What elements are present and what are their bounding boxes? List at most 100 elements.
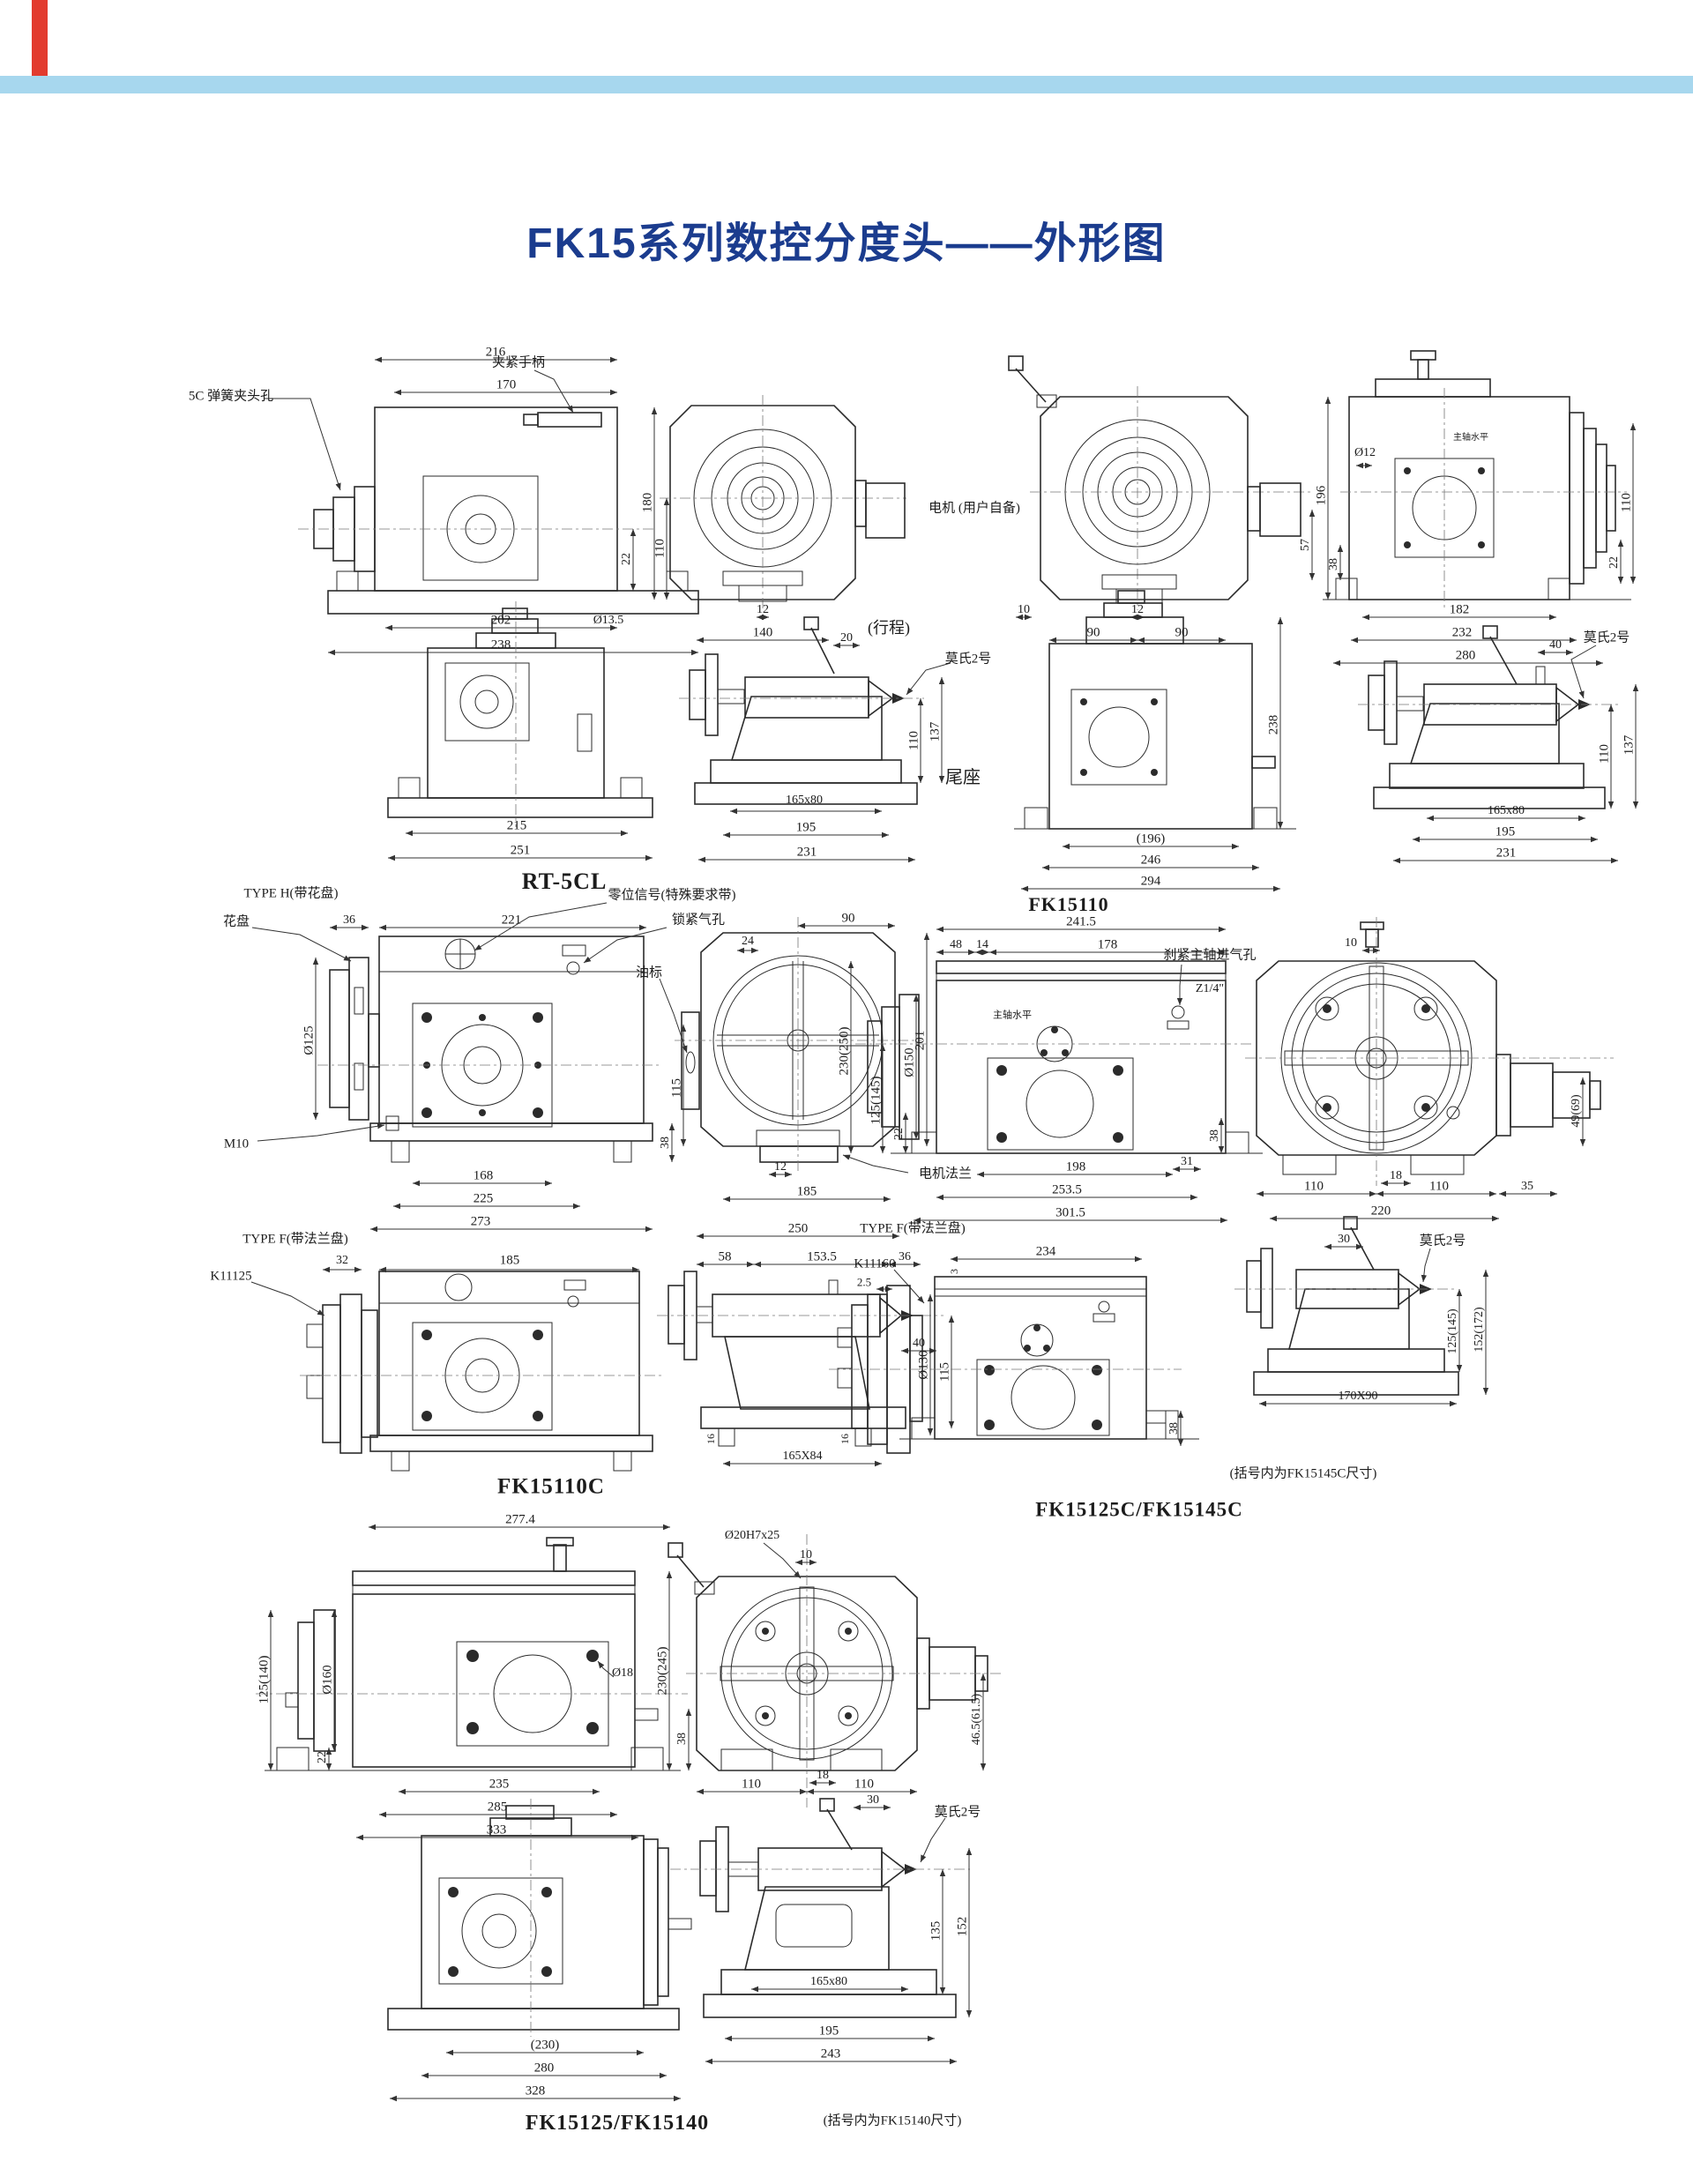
dim-label: 180 — [640, 492, 655, 513]
dim-label: 137 — [1622, 734, 1637, 756]
dim-label: 137 — [928, 721, 943, 742]
dim-label: 301.5 — [1055, 1205, 1085, 1220]
label-type-f: TYPE F(带法兰盘) — [242, 1232, 348, 1247]
view-rt5cl-front — [387, 601, 653, 861]
label-type-h: TYPE H(带花盘) — [243, 886, 339, 901]
view-fk15110c-typef-side — [250, 1266, 661, 1472]
dim-label: 165x80 — [810, 1975, 847, 1988]
dim-label: Ø125 — [302, 1025, 317, 1055]
note-fk15140-dims: (括号内为FK15140尺寸) — [823, 2113, 962, 2128]
view-rt5cl-tailstock — [679, 616, 951, 863]
label-z-quarter-thread: Z1/4" — [1195, 982, 1225, 995]
dim-label: 196 — [1314, 485, 1329, 506]
dim-label: 49(69) — [1570, 1094, 1583, 1128]
view-fk15110c-typeh-side — [251, 902, 675, 1233]
label-5c-collet-hole: 5C 弹簧夹头孔 — [188, 389, 274, 404]
dim-label: 3 — [948, 1269, 960, 1274]
dim-label: 221 — [501, 913, 522, 928]
dim-label: 238 — [1266, 714, 1281, 735]
dim-label: 333 — [486, 1822, 507, 1837]
drawing-caption-rt5cl: RT-5CL — [521, 868, 608, 894]
drawing-caption-fk15125: FK15125/FK15140 — [525, 2112, 710, 2135]
dim-label: 230(245) — [655, 1646, 670, 1696]
dim-label: 35 — [1521, 1180, 1533, 1193]
dim-label: 135 — [929, 1920, 943, 1942]
dim-label: 110 — [906, 731, 921, 750]
dim-label: 38 — [1327, 558, 1340, 570]
dim-label: 46.5(61.5) — [970, 1693, 983, 1746]
dim-label: 235 — [489, 1777, 510, 1792]
dim-label: 18 — [817, 1769, 829, 1782]
dim-label: 12 — [757, 603, 769, 616]
dim-label: 253.5 — [1052, 1182, 1082, 1197]
dim-label: 40 — [1549, 638, 1562, 652]
dim-label: 12 — [774, 1160, 787, 1174]
dim-label: 10 — [800, 1548, 812, 1562]
dim-label: 36 — [899, 1250, 911, 1263]
label-travel: (行程) — [868, 619, 910, 637]
view-rt5cl-side — [265, 356, 699, 656]
label-motor-user-supplied: 电机 (用户自备) — [929, 501, 1020, 516]
dim-label: 22 — [316, 1751, 329, 1763]
dim-label: 90 — [1086, 625, 1100, 640]
dim-label: 185 — [796, 1184, 817, 1199]
dim-label: 198 — [1065, 1159, 1086, 1174]
view-fk15125c-side — [847, 926, 1263, 1224]
note-fk15145c-dims: (括号内为FK15145C尺寸) — [1229, 1466, 1377, 1481]
dim-label: 202 — [490, 613, 511, 628]
label-type-f: TYPE F(带法兰盘) — [860, 1221, 966, 1236]
label-motor-flange: 电机法兰 — [918, 1167, 973, 1181]
dim-label: 22 — [620, 553, 633, 565]
dim-label: 16 — [839, 1434, 851, 1444]
dim-label: 215 — [506, 818, 527, 833]
dim-label: 280 — [1455, 648, 1476, 663]
dim-label: 195 — [795, 820, 817, 835]
page-title: FK15系列数控分度头——外形图 — [526, 220, 1167, 267]
dim-label: 110 — [653, 539, 668, 558]
dim-label: 328 — [525, 2083, 546, 2098]
dim-label: 22 — [892, 1128, 906, 1140]
dim-label: 285 — [487, 1800, 508, 1815]
dim-label: 241.5 — [1066, 914, 1096, 929]
view-fk15125c-typef-side — [829, 1256, 1199, 1454]
dim-label: 24 — [742, 935, 754, 948]
dim-label: 40 — [913, 1337, 925, 1350]
dim-label: 125(145) — [1446, 1308, 1459, 1354]
dim-label: 110 — [854, 1777, 874, 1792]
view-fk15125-face — [668, 1534, 1001, 1808]
dim-label: 273 — [470, 1214, 491, 1229]
drawing-caption-fk15125c: FK15125C/FK15145C — [1035, 1498, 1243, 1521]
dim-label: 10 — [1345, 936, 1357, 950]
dim-label: 57 — [1299, 539, 1312, 551]
dim-label: 12 — [1131, 603, 1144, 616]
dim-label: 195 — [1495, 824, 1516, 839]
label-k11160-chuck: K11160 — [854, 1256, 896, 1271]
drawing-caption-fk15110c: FK15110C — [497, 1474, 605, 1499]
dim-label: 178 — [1097, 937, 1118, 952]
drawing-caption-fk15110: FK15110 — [1028, 893, 1109, 915]
dim-label: 165x80 — [786, 794, 823, 807]
view-fk15110c-tailstock — [657, 1233, 955, 1467]
dim-label: 182 — [1449, 602, 1470, 617]
dim-label: (196) — [1136, 831, 1166, 846]
view-rt5cl-face — [651, 395, 906, 644]
dim-label: 168 — [473, 1168, 494, 1183]
dim-label: 110 — [742, 1777, 761, 1792]
label-k11125-chuck: K11125 — [210, 1269, 252, 1284]
dim-label: 152 — [955, 1916, 970, 1937]
dim-label: 232 — [1451, 625, 1473, 640]
label-tailstock: 尾座 — [945, 768, 981, 787]
label-morse-taper-2: 莫氏2号 — [1583, 630, 1630, 645]
dim-label: Ø13.5 — [593, 614, 624, 627]
dim-label: 110 — [1429, 1179, 1449, 1194]
label-faceplate: 花盘 — [222, 914, 250, 929]
dim-label: 251 — [510, 843, 531, 858]
dim-label: 36 — [343, 913, 355, 927]
blue-header-band — [0, 76, 1693, 93]
view-fk15110-face — [1008, 355, 1316, 644]
dim-label: 250 — [787, 1221, 809, 1236]
dim-label: 231 — [796, 845, 817, 860]
dim-label: 20 — [840, 631, 853, 645]
